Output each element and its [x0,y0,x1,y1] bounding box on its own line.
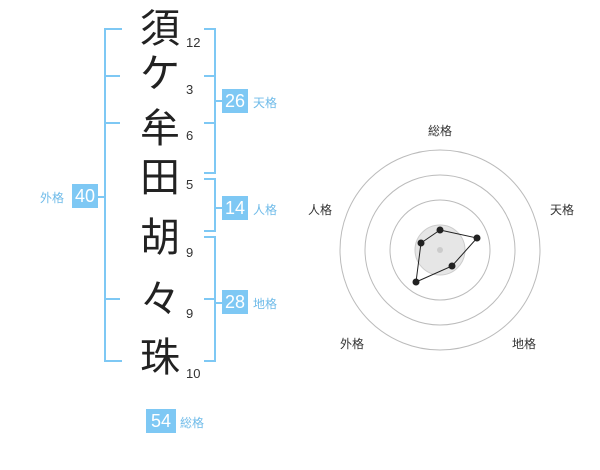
gaikaku-bracket-tick-2 [104,122,120,124]
chikaku-label: 地格 [253,297,278,311]
tenkaku-connector [216,100,222,102]
radar-point-chikaku [448,262,456,270]
radar-point-gaikaku [412,278,420,286]
soukaku-badge: 54 [146,409,176,433]
name-char-6: 々 [140,277,180,323]
radar-center [437,247,443,253]
radar-grid-ring-2 [389,199,491,301]
name-char-3: 牟 [140,106,180,152]
radar-label-jinkaku: 人格 [307,203,332,217]
soukaku-label: 総格 [180,416,205,430]
chikaku-connector [216,302,222,304]
radar-label-soukaku: 総格 [427,124,452,138]
chikaku-badge: 28 [222,290,248,314]
jinkaku-label: 人格 [253,203,278,217]
tenkaku-bracket [204,28,216,174]
jinkaku-connector [216,207,222,209]
gaikaku-connector [98,196,104,198]
radar-point-jinkaku [417,239,425,247]
gaikaku-bracket-tick-1 [104,75,120,77]
name-char-2: ケ [140,51,180,97]
tenkaku-bracket-tick-2 [204,122,214,124]
radar-point-tenkaku [473,234,481,242]
name-char-4: 田 [140,155,180,201]
tenkaku-label: 天格 [253,96,278,110]
radar-label-tenkaku: 天格 [549,203,574,217]
gaikaku-bracket-tick-3 [104,298,120,300]
name-char-7: 珠 [140,335,180,381]
gaikaku-badge: 40 [72,184,98,208]
jinkaku-badge: 14 [222,196,248,220]
stroke-count-6: 9 [186,306,194,321]
radar-grid-ring-3 [364,174,516,326]
radar-svg [339,149,541,351]
chikaku-bracket-tick [204,298,214,300]
jinkaku-bracket [204,178,216,232]
chikaku-bracket [204,236,216,362]
gaikaku-bracket [104,28,122,362]
stroke-count-5: 9 [186,245,194,260]
radar-label-gaikaku: 外格 [339,337,364,351]
stroke-count-4: 5 [186,177,194,192]
gaikaku-label: 外格 [40,191,65,205]
stroke-count-1: 12 [186,35,201,50]
stroke-count-2: 3 [186,82,194,97]
tenkaku-bracket-tick-1 [204,75,214,77]
stroke-count-7: 10 [186,366,201,381]
radar-polygon [415,229,478,283]
stroke-count-3: 6 [186,128,194,143]
radar-grid-ring-4 [339,149,541,351]
tenkaku-badge: 26 [222,89,248,113]
name-char-5: 胡 [140,215,180,261]
radar-point-soukaku [436,226,444,234]
radar-label-chikaku: 地格 [511,337,536,351]
name-char-1: 須 [140,6,180,52]
